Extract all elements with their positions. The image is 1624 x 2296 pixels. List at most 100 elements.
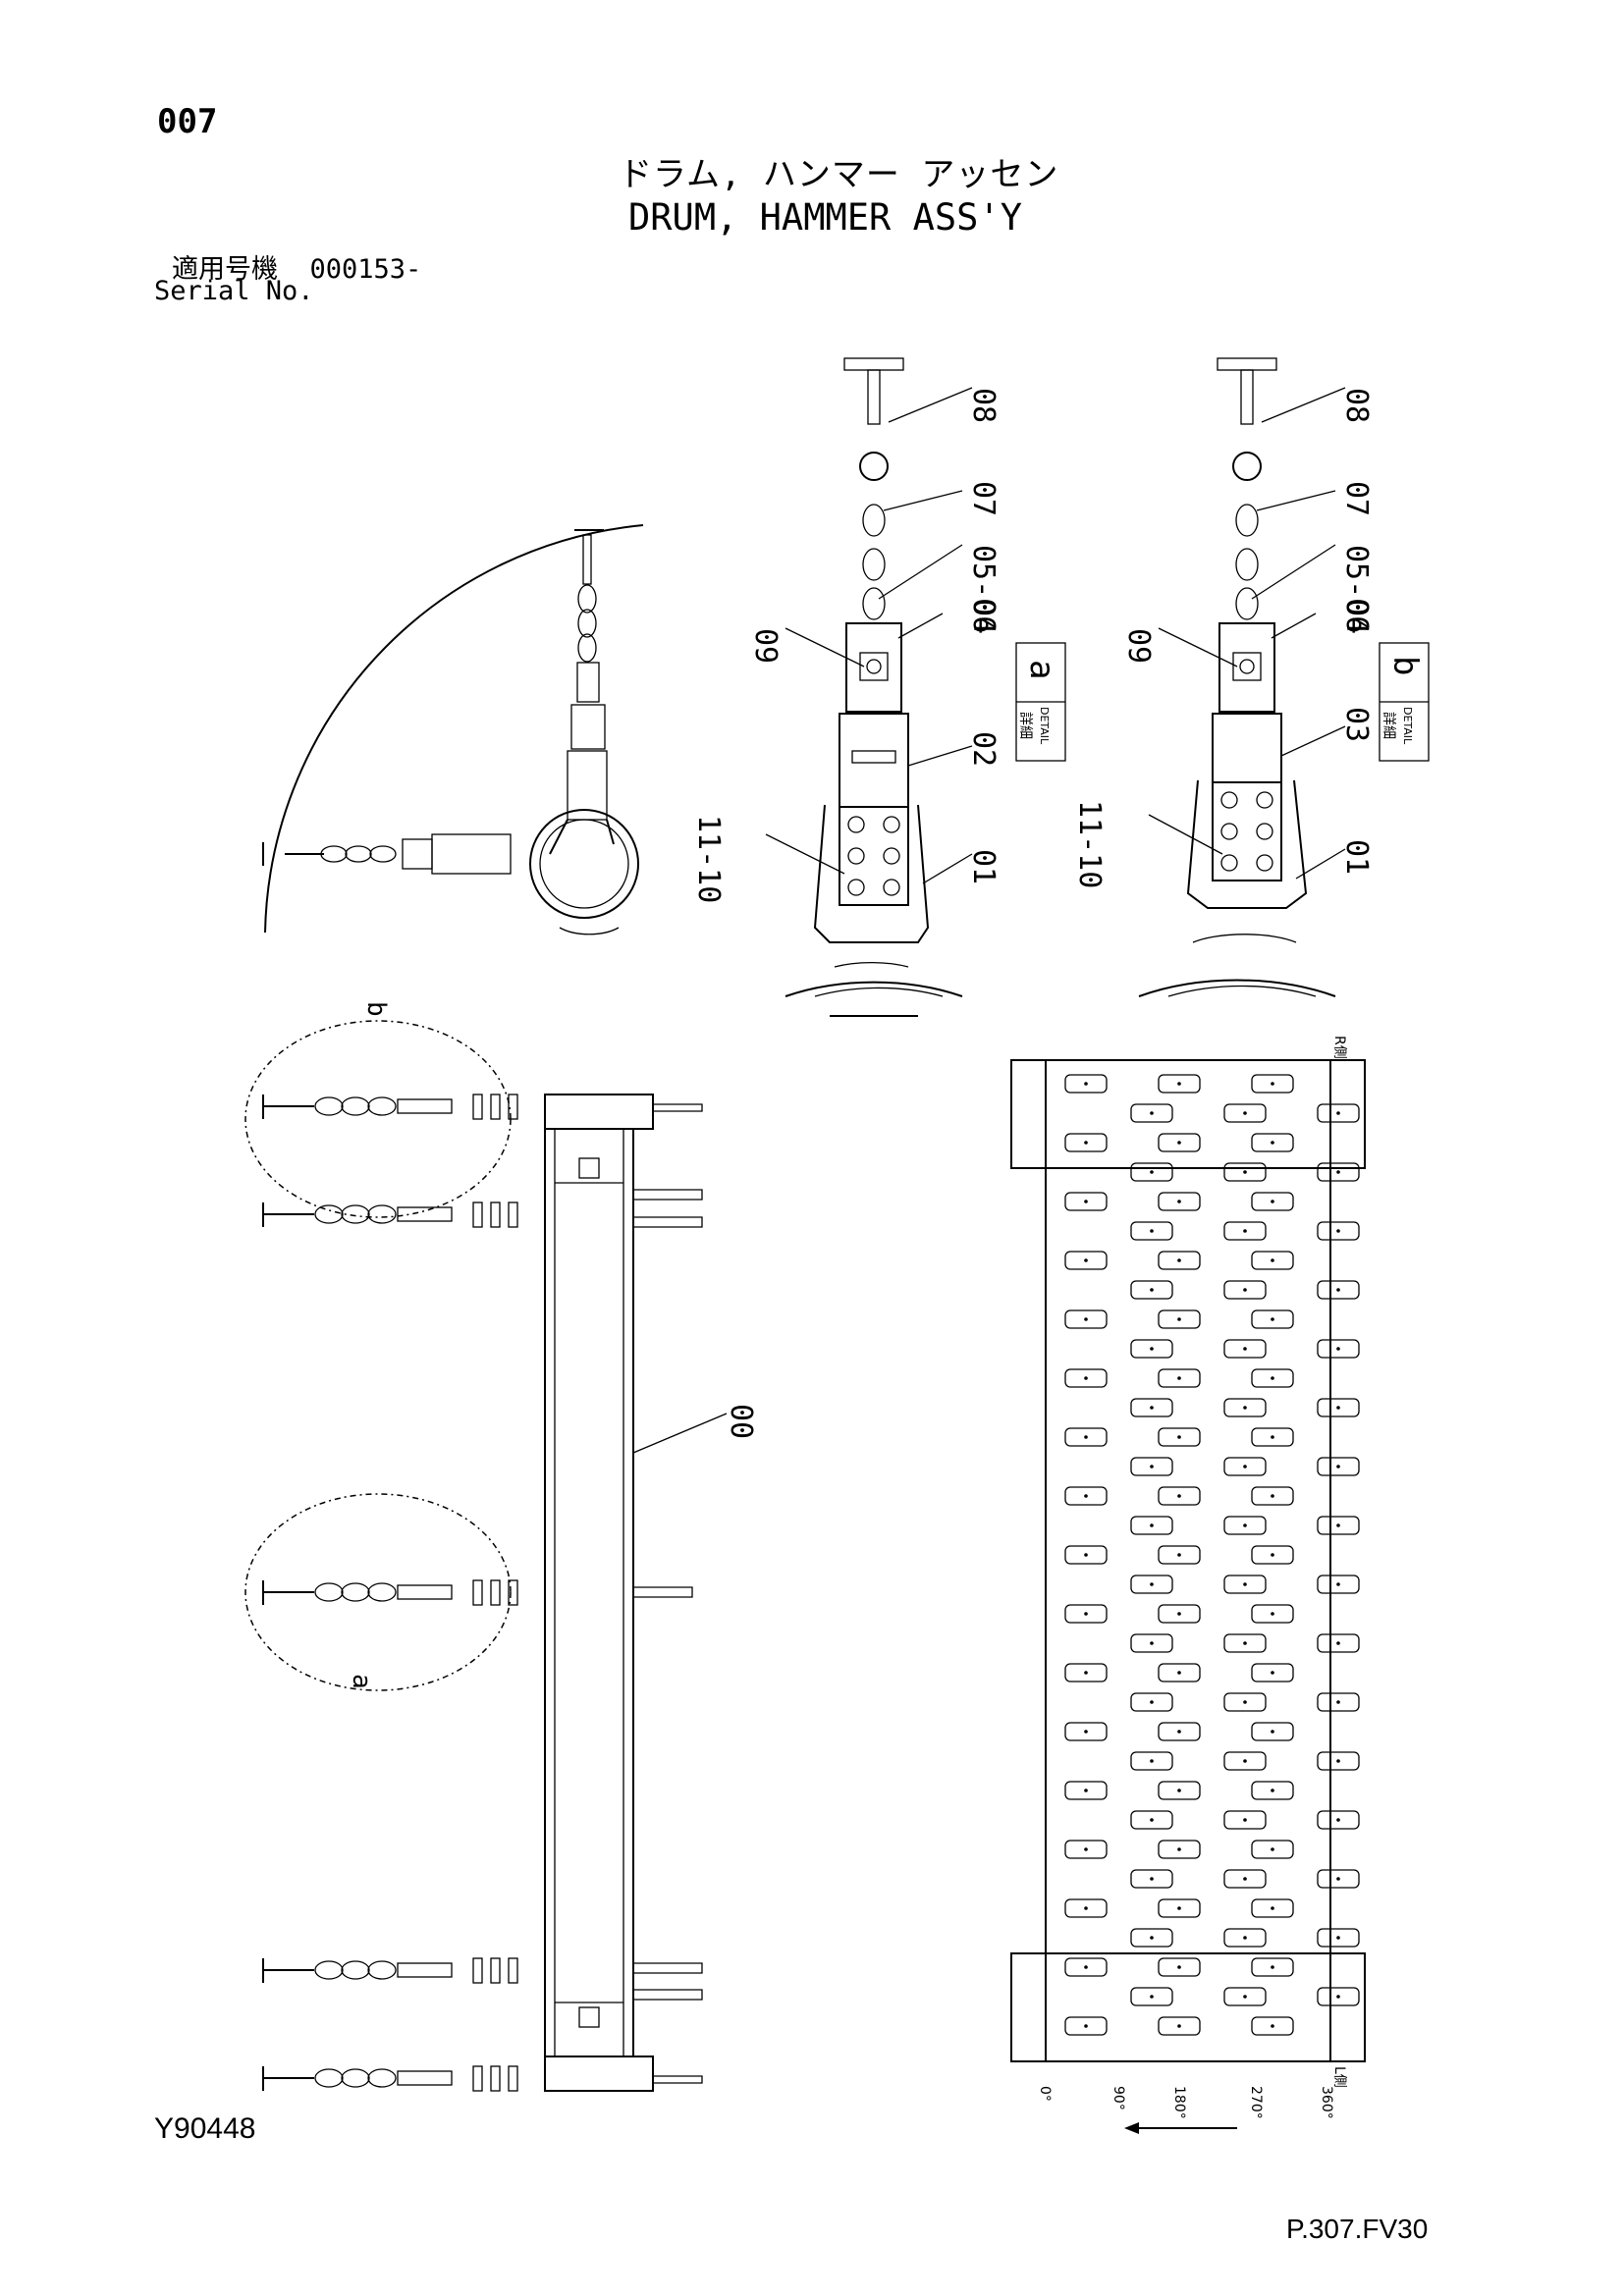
slot-dot bbox=[1150, 1582, 1154, 1586]
hammer-slot bbox=[1317, 1692, 1360, 1712]
callout-09: 09 bbox=[748, 628, 783, 664]
callout-00: 00 bbox=[724, 1404, 758, 1439]
hammer-slot bbox=[1158, 1840, 1201, 1859]
angle-90: 90° bbox=[1110, 2086, 1126, 2110]
slot-dot bbox=[1177, 1906, 1181, 1910]
hammer-slot bbox=[1223, 1869, 1267, 1889]
slot-dot bbox=[1084, 1789, 1088, 1792]
callout-08: 08 bbox=[1339, 388, 1374, 423]
hammer-slot bbox=[1158, 1192, 1201, 1211]
hammer-slot bbox=[1251, 1486, 1294, 1506]
callout-04: 04 bbox=[966, 599, 1001, 634]
hammer-slot bbox=[1317, 1516, 1360, 1535]
slot-dot bbox=[1243, 1288, 1247, 1292]
drum-front-view bbox=[244, 1020, 728, 2092]
hammer-slot bbox=[1251, 1604, 1294, 1624]
slot-dot bbox=[1336, 1936, 1340, 1940]
slot-dot bbox=[1150, 1170, 1154, 1174]
slot-dot bbox=[1177, 1847, 1181, 1851]
callout-11-10: 11-10 bbox=[1072, 800, 1107, 888]
slot-dot bbox=[1336, 1229, 1340, 1233]
hammer-slot bbox=[1064, 1898, 1108, 1918]
hammer-slot bbox=[1251, 1722, 1294, 1741]
slot-dot bbox=[1271, 1671, 1274, 1675]
slot-dot bbox=[1271, 1258, 1274, 1262]
slot-dot bbox=[1150, 1523, 1154, 1527]
detail-b-drawing bbox=[1138, 357, 1346, 997]
slot-dot bbox=[1336, 1995, 1340, 1999]
hammer-slot bbox=[1158, 1074, 1201, 1094]
slot-dot bbox=[1177, 1258, 1181, 1262]
slot-dot bbox=[1177, 1494, 1181, 1498]
slot-dot bbox=[1271, 1494, 1274, 1498]
detail-b-letter: b bbox=[1385, 656, 1425, 675]
hammer-slot bbox=[1251, 2016, 1294, 2036]
hammer-slot bbox=[1223, 1751, 1267, 1771]
slot-dot bbox=[1177, 1965, 1181, 1969]
circle-label-b: b bbox=[361, 1001, 391, 1017]
hammer-slot bbox=[1317, 1103, 1360, 1123]
slot-dot bbox=[1150, 1700, 1154, 1704]
slot-dot bbox=[1150, 1406, 1154, 1410]
slot-dot bbox=[1177, 1730, 1181, 1734]
detail-a-jp: 詳細 bbox=[1017, 712, 1033, 739]
hammer-slot bbox=[1064, 1545, 1108, 1565]
detail-b-en: DETAIL bbox=[1401, 707, 1414, 745]
hammer-slot bbox=[1251, 1781, 1294, 1800]
title-japanese: ドラム, ハンマー アッセン bbox=[619, 155, 1059, 194]
slot-dot bbox=[1243, 1641, 1247, 1645]
hammer-slot bbox=[1223, 1221, 1267, 1241]
slot-dot bbox=[1336, 1347, 1340, 1351]
slot-grid bbox=[1064, 1074, 1360, 2036]
hammer-slot bbox=[1317, 1928, 1360, 1948]
serial-label-jp: 適用号機 bbox=[172, 254, 278, 285]
slot-dot bbox=[1084, 1612, 1088, 1616]
slot-dot bbox=[1177, 1376, 1181, 1380]
slot-dot bbox=[1243, 1995, 1247, 1999]
slot-dot bbox=[1177, 1082, 1181, 1086]
hammer-slot bbox=[1158, 1133, 1201, 1152]
callout-08: 08 bbox=[966, 388, 1001, 423]
slot-dot bbox=[1177, 1317, 1181, 1321]
slot-dot bbox=[1084, 1317, 1088, 1321]
slot-dot bbox=[1336, 1759, 1340, 1763]
slot-dot bbox=[1150, 1759, 1154, 1763]
slot-dot bbox=[1150, 1877, 1154, 1881]
hammer-row-2 bbox=[262, 1189, 703, 1228]
hammer-slot bbox=[1130, 1692, 1173, 1712]
callout-01: 01 bbox=[966, 849, 1001, 884]
drawing-code: Y90448 bbox=[154, 2112, 256, 2145]
hammer-slot bbox=[1064, 1840, 1108, 1859]
slot-dot bbox=[1177, 2024, 1181, 2028]
drum-side-view bbox=[262, 524, 644, 935]
hammer-slot bbox=[1064, 1957, 1108, 1977]
hammer-slot bbox=[1223, 1457, 1267, 1476]
hammer-slot bbox=[1251, 1545, 1294, 1565]
hammer-slot bbox=[1317, 1221, 1360, 1241]
slot-dot bbox=[1271, 1317, 1274, 1321]
hammer-slot bbox=[1130, 1810, 1173, 1830]
hammer-slot bbox=[1064, 2016, 1108, 2036]
hammer-slot bbox=[1223, 1575, 1267, 1594]
hammer-slot bbox=[1130, 1987, 1173, 2006]
hammer-slot bbox=[1158, 1604, 1201, 1624]
title-english: DRUM, HAMMER ASS'Y bbox=[628, 196, 1022, 239]
slot-dot bbox=[1177, 1671, 1181, 1675]
hammer-slot bbox=[1223, 1398, 1267, 1417]
angle-180: 180° bbox=[1171, 2086, 1187, 2119]
hammer-slot bbox=[1251, 1074, 1294, 1094]
hammer-layout-chart bbox=[1010, 1059, 1366, 2134]
hammer-slot bbox=[1064, 1604, 1108, 1624]
slot-dot bbox=[1243, 1465, 1247, 1468]
hammer-slot bbox=[1130, 1751, 1173, 1771]
hammer-slot bbox=[1317, 1457, 1360, 1476]
slot-dot bbox=[1084, 2024, 1088, 2028]
hammer-slot bbox=[1158, 1722, 1201, 1741]
hammer-slot bbox=[1064, 1133, 1108, 1152]
side-label-l: L側 bbox=[1331, 2066, 1347, 2088]
slot-dot bbox=[1177, 1435, 1181, 1439]
slot-dot bbox=[1084, 1847, 1088, 1851]
slot-dot bbox=[1150, 1995, 1154, 1999]
slot-dot bbox=[1177, 1141, 1181, 1145]
